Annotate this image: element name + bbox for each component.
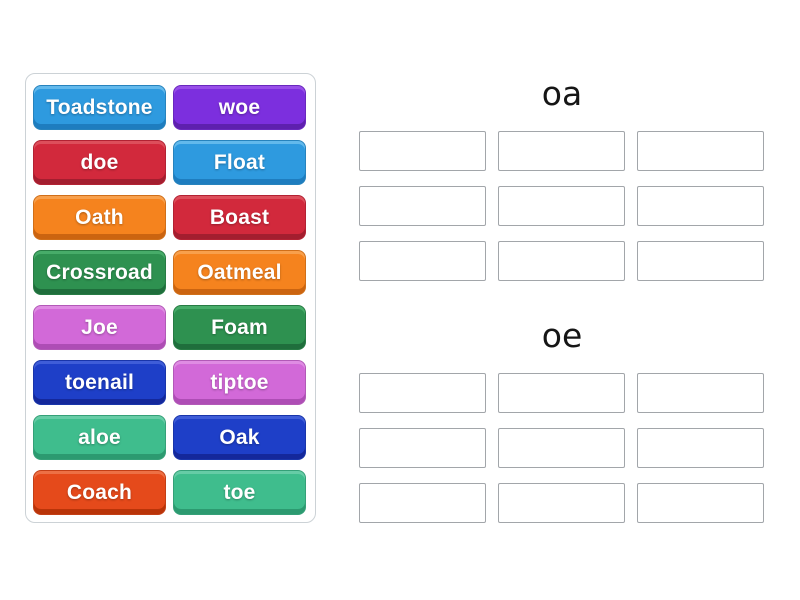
word-tile[interactable]: Crossroad (33, 250, 166, 295)
drop-slot[interactable] (637, 131, 764, 171)
word-tile[interactable]: Oak (173, 415, 306, 460)
drop-slot[interactable] (359, 428, 486, 468)
drop-slot[interactable] (359, 186, 486, 226)
drop-slot[interactable] (637, 186, 764, 226)
word-tile[interactable]: tiptoe (173, 360, 306, 405)
word-tile[interactable]: Coach (33, 470, 166, 515)
word-tile[interactable]: Joe (33, 305, 166, 350)
word-tile[interactable]: toe (173, 470, 306, 515)
group-title-oa: oa (541, 74, 583, 113)
drop-slot[interactable] (359, 483, 486, 523)
word-tile[interactable]: toenail (33, 360, 166, 405)
drop-slot[interactable] (498, 186, 625, 226)
drop-slot[interactable] (498, 373, 625, 413)
slot-grid (359, 131, 764, 281)
drop-slot[interactable] (498, 131, 625, 171)
drop-slot[interactable] (359, 131, 486, 171)
word-tile[interactable]: woe (173, 85, 306, 130)
drop-slot[interactable] (637, 483, 764, 523)
drop-slot[interactable] (498, 241, 625, 281)
drop-slot[interactable] (498, 483, 625, 523)
word-tile[interactable]: Oath (33, 195, 166, 240)
drop-slot[interactable] (498, 428, 625, 468)
word-tile[interactable]: Boast (173, 195, 306, 240)
drop-slot[interactable] (359, 373, 486, 413)
drop-slot[interactable] (637, 373, 764, 413)
word-tile[interactable]: aloe (33, 415, 166, 460)
word-tile[interactable]: Foam (173, 305, 306, 350)
word-tile[interactable]: Oatmeal (173, 250, 306, 295)
word-tile[interactable]: Float (173, 140, 306, 185)
drop-slot[interactable] (359, 241, 486, 281)
drop-slot[interactable] (637, 428, 764, 468)
word-tile[interactable]: doe (33, 140, 166, 185)
slot-grid (359, 373, 764, 523)
drop-slot[interactable] (637, 241, 764, 281)
group-title-oe: oe (541, 316, 583, 355)
word-tile[interactable]: Toadstone (33, 85, 166, 130)
